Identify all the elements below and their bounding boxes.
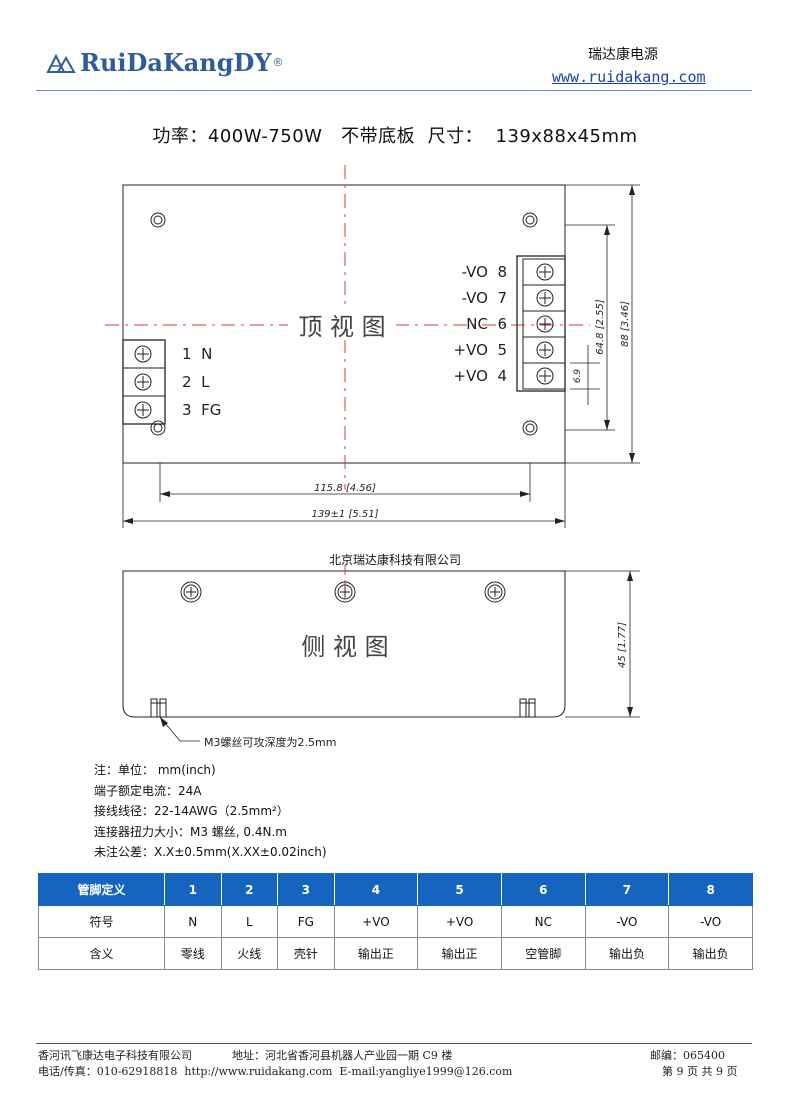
header-divider bbox=[36, 90, 752, 91]
dim-width-total-label: 139±1 [5.51] bbox=[311, 509, 378, 520]
screw-depth-note: M3螺丝可攻深度为2.5mm bbox=[204, 735, 336, 749]
mount-hole-icon bbox=[150, 420, 166, 436]
note-terminal-current: 端子额定电流：24A bbox=[94, 783, 202, 798]
terminal-screw-icon bbox=[134, 401, 152, 419]
table-header-cell: 5 bbox=[417, 873, 502, 906]
terminal-screw-icon bbox=[536, 315, 554, 333]
brand-logo: RuiDaKangDY® bbox=[46, 48, 283, 77]
table-header-cell: 2 bbox=[220, 873, 279, 906]
table-cell: 输出正 bbox=[417, 937, 502, 970]
table-cell: 输出负 bbox=[584, 937, 670, 970]
dim-height-inner-label: 64.8 [2.55] bbox=[595, 299, 606, 355]
terminal-screw-icon bbox=[536, 263, 554, 281]
mount-hole-icon bbox=[522, 420, 538, 436]
leader-line bbox=[159, 716, 200, 742]
footer-divider bbox=[36, 1043, 752, 1044]
dim-pitch-label: 6.9 bbox=[573, 369, 583, 384]
table-cell: -VO bbox=[584, 905, 670, 938]
terminal-label-8: -VO 8 bbox=[462, 263, 507, 281]
side-view-drawing: 侧 视 图 45 [1.77] M3螺丝可攻深度为2.5mm bbox=[122, 565, 640, 749]
note-torque: 连接器扭力大小：M3 螺丝, 0.4N.m bbox=[94, 824, 287, 839]
center-company-name: 北京瑞达康科技有限公司 bbox=[328, 553, 461, 567]
footer-company: 香河讯飞康达电子科技有限公司 bbox=[38, 1049, 192, 1062]
terminal-screw-icon bbox=[134, 345, 152, 363]
footer-page-number: 第 9 页 共 9 页 bbox=[662, 1065, 738, 1078]
header-website-link[interactable]: www.ruidakang.com bbox=[552, 68, 706, 86]
side-view-outline bbox=[122, 570, 566, 718]
logo-registered-mark: ® bbox=[272, 56, 284, 69]
table-cell: NC bbox=[500, 905, 586, 938]
terminal-screw-icon bbox=[134, 373, 152, 391]
table-cell: FG bbox=[277, 905, 335, 938]
spec-title: 功率：400W-750W 不带底板 尺寸： 139x88x45mm bbox=[152, 126, 638, 147]
terminal-label-7: -VO 7 bbox=[462, 289, 507, 307]
table-cell: L bbox=[220, 905, 279, 938]
logo-text: RuiDaKangDY bbox=[80, 48, 272, 77]
table-cell: 符号 bbox=[38, 905, 165, 938]
terminal-label-4: +VO 4 bbox=[454, 367, 507, 385]
input-terminal-block bbox=[122, 339, 166, 425]
table-cell: +VO bbox=[333, 905, 419, 938]
table-header-cell: 4 bbox=[333, 873, 419, 906]
note-wire-gauge: 接线线径：22-14AWG（2.5mm²） bbox=[94, 804, 289, 818]
terminal-screw-icon bbox=[536, 289, 554, 307]
note-units: 注：单位： mm(inch) bbox=[94, 763, 216, 777]
terminal-label-6: NC 6 bbox=[466, 315, 507, 333]
terminal-label-1: 1 N bbox=[182, 345, 212, 363]
table-cell: N bbox=[164, 905, 222, 938]
table-header-cell: 8 bbox=[668, 873, 753, 906]
table-cell: 零线 bbox=[164, 937, 222, 970]
table-row: 含义 零线 火线 壳针 输出正 输出正 空管脚 输出负 输出负 bbox=[38, 937, 753, 970]
footer-contact: 电话/传真：010-62918818 http://www.ruidakang.… bbox=[38, 1065, 513, 1078]
table-cell: 火线 bbox=[220, 937, 279, 970]
terminal-label-3: 3 FG bbox=[182, 401, 221, 419]
mount-hole-icon bbox=[150, 212, 166, 228]
side-view-label: 侧 视 图 bbox=[301, 633, 388, 661]
dim-height-total-label: 88 [3.46] bbox=[620, 301, 631, 347]
table-cell: 输出负 bbox=[668, 937, 753, 970]
side-screw-icon bbox=[180, 581, 202, 603]
footer-postcode: 邮编：065400 bbox=[650, 1049, 725, 1062]
note-tolerance: 未注公差：X.X±0.5mm(X.XX±0.02inch) bbox=[94, 845, 327, 859]
header-company-name: 瑞达康电源 bbox=[588, 47, 658, 63]
threaded-hole-left bbox=[150, 698, 167, 717]
table-header-cell: 6 bbox=[500, 873, 586, 906]
table-cell: 壳针 bbox=[277, 937, 335, 970]
side-screw-icon bbox=[334, 581, 356, 603]
terminal-label-2: 2 L bbox=[182, 373, 210, 391]
table-header-row: 管脚定义 1 2 3 4 5 6 7 8 bbox=[38, 873, 753, 906]
notes-block: 注：单位： mm(inch) 端子额定电流：24A 接线线径：22-14AWG（… bbox=[94, 760, 327, 863]
table-cell: 空管脚 bbox=[500, 937, 586, 970]
table-header-cell: 管脚定义 bbox=[38, 873, 165, 906]
table-cell: +VO bbox=[417, 905, 502, 938]
table-header-cell: 1 bbox=[164, 873, 222, 906]
table-header-cell: 3 bbox=[277, 873, 335, 906]
mountain-logo-icon bbox=[46, 53, 76, 73]
dim-width-inner-label: 115.8 [4.56] bbox=[314, 483, 376, 494]
table-row: 符号 N L FG +VO +VO NC -VO -VO bbox=[38, 905, 753, 938]
dim-side-height-label: 45 [1.77] bbox=[617, 622, 628, 668]
top-view-label: 顶 视 图 bbox=[298, 313, 385, 341]
table-header-cell: 7 bbox=[584, 873, 670, 906]
pin-definition-table: 管脚定义 1 2 3 4 5 6 7 8 符号 N L FG +VO +VO N… bbox=[38, 873, 753, 970]
side-screw-icon bbox=[484, 581, 506, 603]
terminal-screw-icon bbox=[536, 367, 554, 385]
terminal-screw-icon bbox=[536, 341, 554, 359]
mount-hole-icon bbox=[522, 212, 538, 228]
top-view-drawing: 顶 视 图 1 N 2 L 3 FG -VO 8 -VO 7 NC 6 +VO … bbox=[105, 165, 640, 528]
threaded-hole-right bbox=[519, 698, 536, 717]
footer-address: 地址：河北省香河县机器人产业园一期 C9 楼 bbox=[232, 1049, 453, 1062]
table-cell: -VO bbox=[668, 905, 753, 938]
table-cell: 含义 bbox=[38, 937, 165, 970]
terminal-label-5: +VO 5 bbox=[454, 341, 507, 359]
table-cell: 输出正 bbox=[333, 937, 419, 970]
